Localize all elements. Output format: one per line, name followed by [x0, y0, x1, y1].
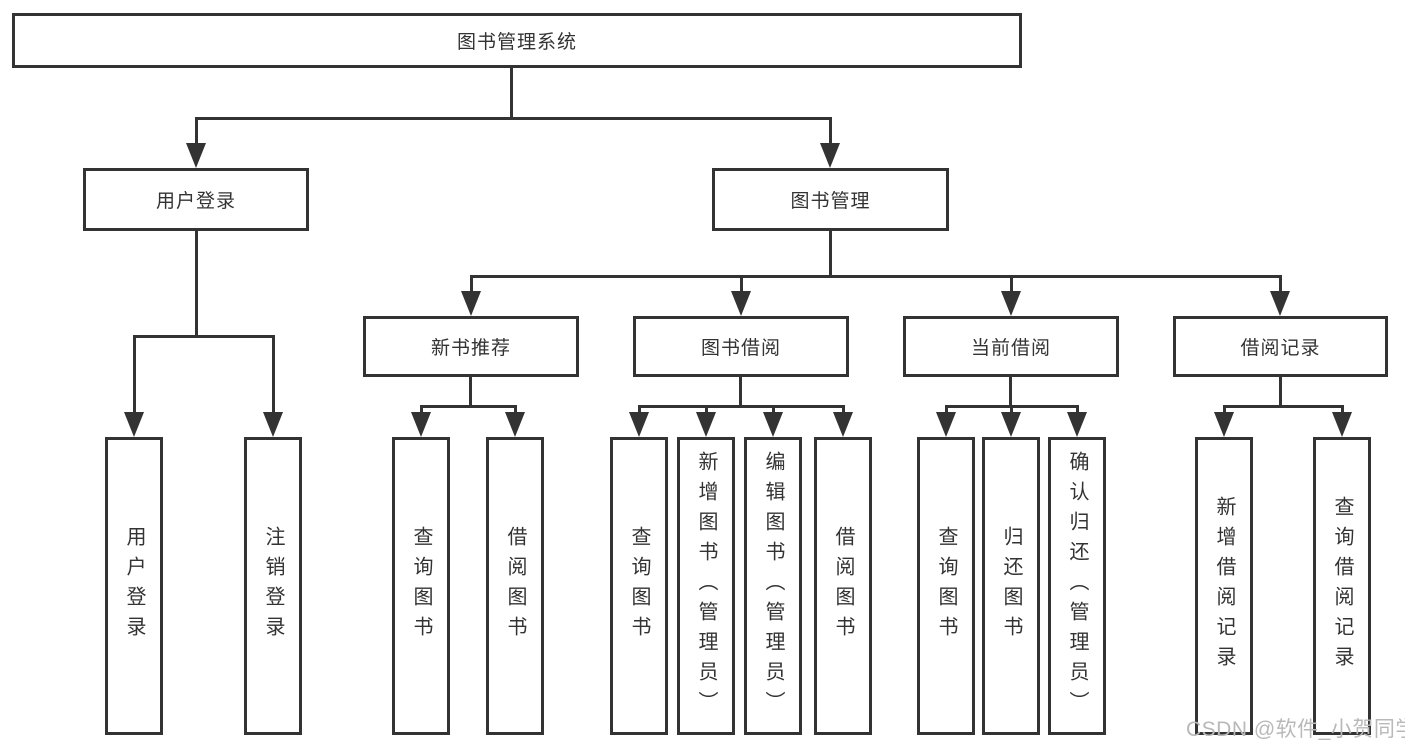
node-label: 用户登录 [155, 191, 236, 212]
node-label: 借阅记录 [1240, 338, 1321, 359]
node-book-borrowing: 图书借阅 [633, 316, 849, 377]
arrow-down-icon [1001, 291, 1021, 316]
leaf-edit-books-admin: 编辑图书（管理员） [744, 437, 802, 735]
connector-line [420, 405, 423, 415]
connector-line [514, 405, 517, 415]
node-label: 新增图书（管理员） [695, 451, 717, 721]
arrow-down-icon [1332, 412, 1352, 437]
leaf-add-borrow-record: 新增借阅记录 [1195, 437, 1253, 735]
connector-line [510, 68, 513, 117]
node-book-management: 图书管理 [712, 168, 949, 231]
node-label: 借阅图书 [832, 526, 854, 646]
leaf-query-books-recommend: 查询图书 [392, 437, 450, 735]
node-label: 查询图书 [628, 526, 650, 646]
node-label: 图书借阅 [700, 338, 781, 359]
connector-line [1076, 405, 1079, 415]
node-label: 查询图书 [935, 526, 957, 646]
leaf-borrow-books: 借阅图书 [814, 437, 872, 735]
arrow-down-icon [1001, 412, 1021, 437]
connector-line [739, 377, 742, 405]
leaf-borrow-books-recommend: 借阅图书 [486, 437, 544, 735]
connector-line [1223, 405, 1226, 415]
connector-line [740, 275, 743, 293]
arrow-down-icon [833, 412, 853, 437]
leaf-return-books: 归还图书 [982, 437, 1040, 735]
leaf-query-books-current: 查询图书 [917, 437, 975, 735]
arrow-down-icon [1214, 412, 1234, 437]
connector-line [638, 405, 641, 415]
arrow-down-icon [1067, 412, 1087, 437]
connector-line [469, 377, 472, 405]
node-label: 查询图书 [410, 526, 432, 646]
connector-line [195, 117, 198, 145]
arrow-down-icon [936, 412, 956, 437]
arrow-down-icon [731, 291, 751, 316]
arrow-down-icon [696, 412, 716, 437]
connector-line [945, 405, 948, 415]
connector-line [1279, 377, 1282, 405]
connector-line [829, 231, 832, 275]
connector-line [195, 117, 832, 120]
leaf-logout: 注销登录 [244, 437, 302, 735]
arrow-down-icon [763, 412, 783, 437]
connector-line [1279, 275, 1282, 293]
arrow-down-icon [505, 412, 525, 437]
node-label: 新书推荐 [430, 338, 511, 359]
node-label: 图书管理 [790, 191, 871, 212]
arrow-down-icon [186, 143, 206, 168]
arrow-down-icon [411, 412, 431, 437]
leaf-query-borrow-record: 查询借阅记录 [1313, 437, 1371, 735]
node-user-login: 用户登录 [83, 168, 309, 231]
arrow-down-icon [124, 412, 144, 437]
connector-line [133, 335, 275, 338]
arrow-down-icon [820, 143, 840, 168]
connector-line [133, 335, 136, 414]
connector-line [1341, 405, 1344, 415]
connector-line [470, 275, 1281, 278]
node-borrowing-records: 借阅记录 [1173, 316, 1388, 377]
connector-line [1010, 275, 1013, 293]
connector-line [829, 117, 832, 145]
connector-line [195, 231, 198, 335]
arrow-down-icon [1270, 291, 1290, 316]
node-label: 用户登录 [123, 526, 145, 646]
leaf-query-books-borrowing: 查询图书 [610, 437, 668, 735]
connector-line [705, 405, 708, 415]
arrow-down-icon [263, 412, 283, 437]
connector-line [420, 405, 517, 408]
node-label: 编辑图书（管理员） [762, 451, 784, 721]
node-label: 新增借阅记录 [1213, 496, 1235, 676]
leaf-user-login: 用户登录 [105, 437, 163, 735]
node-label: 注销登录 [262, 526, 284, 646]
node-library-management-system: 图书管理系统 [12, 13, 1022, 68]
node-label: 归还图书 [1000, 526, 1022, 646]
node-label: 查询借阅记录 [1331, 496, 1353, 676]
connector-line [470, 275, 473, 293]
arrow-down-icon [461, 291, 481, 316]
node-new-book-recommendation: 新书推荐 [363, 316, 579, 377]
node-current-borrowing: 当前借阅 [903, 316, 1119, 377]
connector-line [1009, 377, 1012, 405]
connector-line [842, 405, 845, 415]
node-label: 借阅图书 [504, 526, 526, 646]
connector-line [1010, 405, 1013, 415]
leaf-confirm-return-admin: 确认归还（管理员） [1048, 437, 1106, 735]
arrow-down-icon [629, 412, 649, 437]
connector-line [272, 335, 275, 414]
connector-line [1223, 405, 1343, 408]
node-label: 图书管理系统 [456, 32, 577, 53]
node-label: 当前借阅 [970, 338, 1051, 359]
leaf-add-books-admin: 新增图书（管理员） [677, 437, 735, 735]
connector-line [638, 405, 845, 408]
node-label: 确认归还（管理员） [1066, 451, 1088, 721]
csdn-watermark: CSDN @软件_小贺同学 [1186, 718, 1405, 741]
connector-line [772, 405, 775, 415]
